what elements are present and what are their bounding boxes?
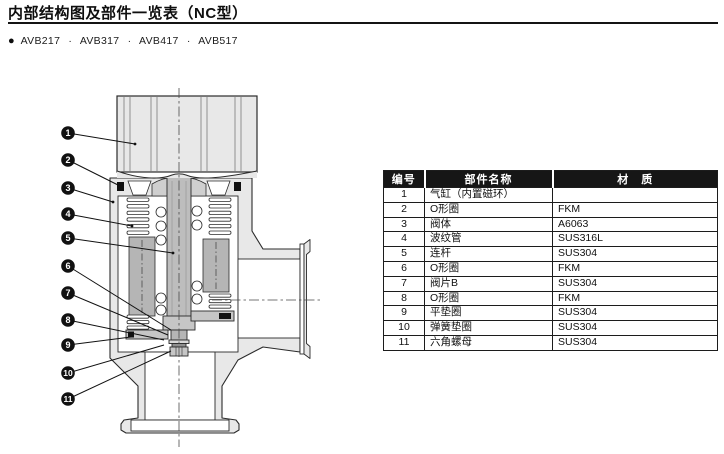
part-number: 7 <box>383 275 425 292</box>
model-list: ● AVB217 · AVB317 · AVB417 · AVB517 <box>8 35 238 47</box>
part-number: 10 <box>383 320 425 336</box>
col-header-name: 部件名称 <box>423 170 553 188</box>
part-name: 连杆 <box>424 246 553 262</box>
valve-cross-section-diagram: 1 2 3 4 5 6 7 8 <box>55 85 325 449</box>
bellows-right <box>202 197 232 309</box>
svg-text:10: 10 <box>63 368 73 378</box>
bullet-icon: ● <box>8 34 15 47</box>
part-name: 阀体 <box>424 216 553 233</box>
part-name: O形圈 <box>424 201 553 218</box>
svg-text:4: 4 <box>65 209 70 219</box>
part-number: 8 <box>383 290 425 307</box>
o-ring-plate <box>128 331 134 338</box>
svg-text:8: 8 <box>65 315 70 325</box>
callout-6: 6 <box>61 259 172 331</box>
col-header-material: 材 质 <box>551 170 718 188</box>
part-name: 弹簧垫圈 <box>424 320 553 336</box>
callout-2: 2 <box>61 153 121 187</box>
page-title: 内部结构图及部件一览表（NC型） <box>8 5 248 22</box>
part-material: FKM <box>552 201 718 218</box>
part-name: O形圈 <box>424 260 553 277</box>
svg-text:5: 5 <box>65 233 70 243</box>
callouts: 1 2 3 4 5 6 7 8 <box>61 126 175 406</box>
svg-text:2: 2 <box>65 155 70 165</box>
spring-coils <box>155 205 203 316</box>
part-name: 波纹管 <box>424 231 553 248</box>
callout-1: 1 <box>61 126 137 146</box>
spring-washer <box>171 343 187 348</box>
part-name: O形圈 <box>424 290 553 307</box>
callout-11: 11 <box>61 350 172 406</box>
part-name: 平垫圈 <box>424 305 553 322</box>
part-material <box>552 187 718 203</box>
svg-text:1: 1 <box>65 128 70 138</box>
col-header-number: 编号 <box>383 170 425 188</box>
part-material: FKM <box>552 290 718 307</box>
part-material: SUS304 <box>552 320 718 336</box>
part-name: 六角螺母 <box>424 334 553 351</box>
title-underline <box>8 22 718 24</box>
svg-text:9: 9 <box>65 340 70 350</box>
o-ring-right <box>234 182 241 191</box>
callout-5: 5 <box>61 231 175 255</box>
model-numbers: AVB217 · AVB317 · AVB417 · AVB517 <box>20 35 238 47</box>
part-material: FKM <box>552 260 718 277</box>
part-material: A6063 <box>552 216 718 233</box>
part-material: SUS304 <box>552 275 718 292</box>
part-number: 2 <box>383 201 425 218</box>
part-number: 6 <box>383 260 425 277</box>
part-material: SUS304 <box>552 305 718 322</box>
air-cylinder <box>116 95 258 179</box>
part-number: 9 <box>383 305 425 322</box>
o-ring-left <box>117 182 124 191</box>
centerlines <box>178 88 321 447</box>
table-header-row: 编号 部件名称 材 质 <box>383 170 718 188</box>
valve-plate-right <box>190 310 235 322</box>
part-number: 5 <box>383 246 425 262</box>
part-name: 气缸（内置磁环） <box>424 187 553 203</box>
svg-text:3: 3 <box>65 183 70 193</box>
part-number: 1 <box>383 187 425 203</box>
o-ring-disc <box>219 313 231 319</box>
callout-3: 3 <box>61 181 115 204</box>
callout-8: 8 <box>61 313 165 341</box>
svg-text:11: 11 <box>64 394 73 404</box>
callout-9: 9 <box>61 336 132 352</box>
callout-4: 4 <box>61 207 134 228</box>
svg-text:6: 6 <box>65 261 70 271</box>
part-number: 4 <box>383 231 425 248</box>
part-number: 3 <box>383 216 425 233</box>
svg-text:7: 7 <box>65 288 70 298</box>
port-flange <box>299 239 311 359</box>
part-material: SUS304 <box>552 334 718 351</box>
callout-10: 10 <box>61 344 165 380</box>
callout-7: 7 <box>61 286 169 336</box>
bonnet <box>117 177 241 197</box>
part-material: SUS316L <box>552 231 718 248</box>
part-material: SUS304 <box>552 246 718 262</box>
part-name: 阀片B <box>424 275 553 292</box>
part-number: 11 <box>383 334 425 351</box>
